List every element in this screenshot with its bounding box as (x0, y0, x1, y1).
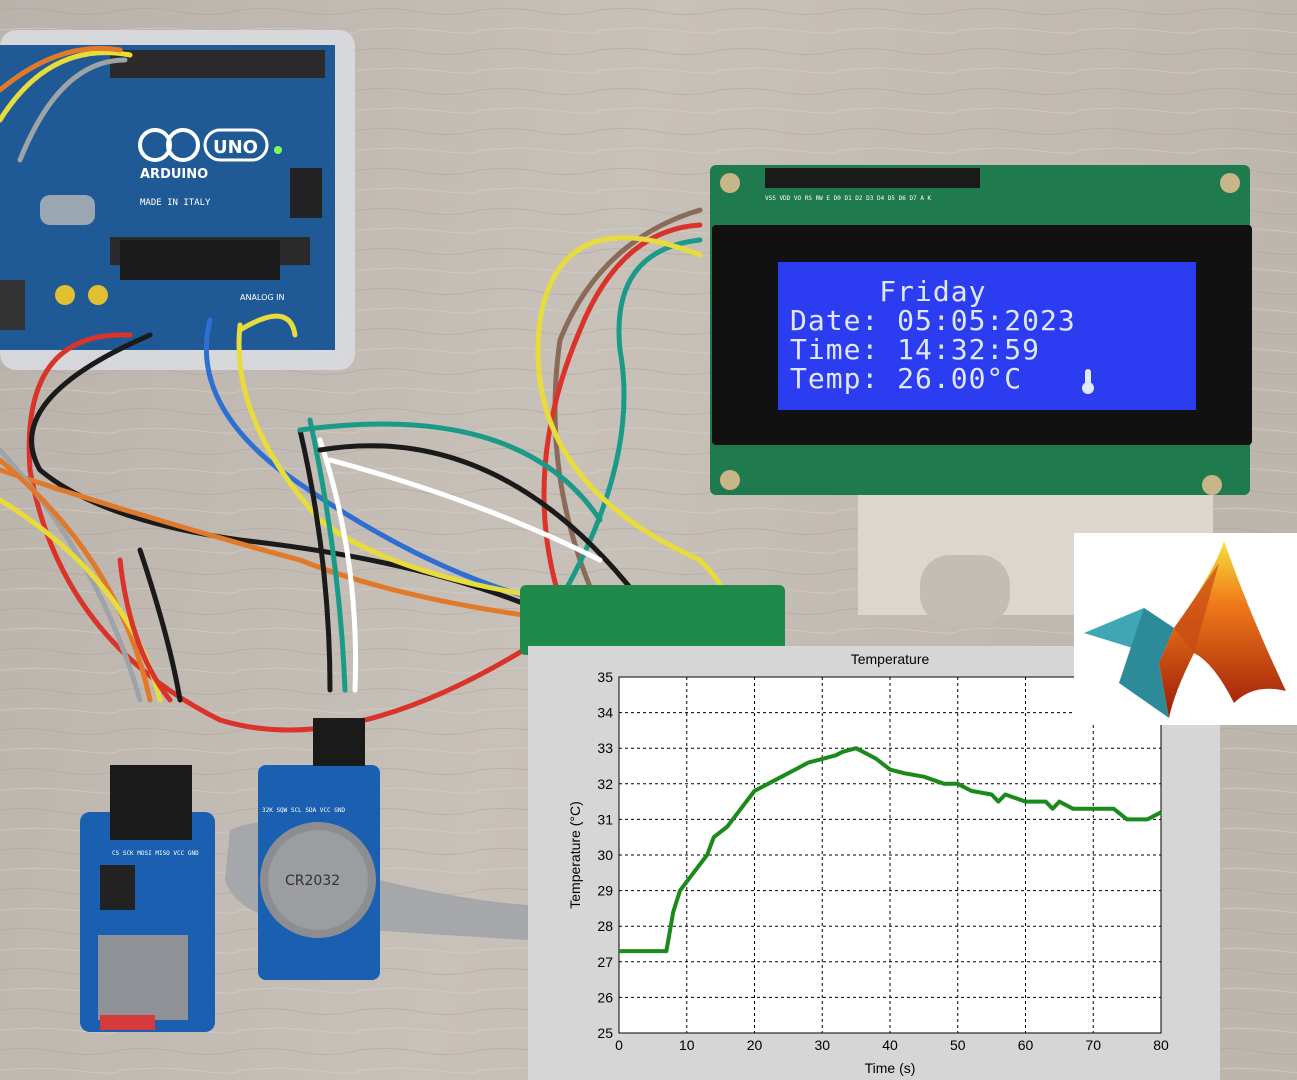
matlab-logo (1074, 533, 1297, 725)
x-tick-label: 60 (1018, 1037, 1034, 1053)
y-axis-label: Temperature (°C) (567, 801, 583, 909)
lcd-line-4: Temp: 26.00°C (790, 362, 1022, 395)
x-tick-label: 10 (679, 1037, 695, 1053)
y-tick-label: 35 (597, 669, 613, 685)
x-tick-label: 30 (814, 1037, 830, 1053)
lcd-module: VSS VDD VO RS RW E D0 D1 D2 D3 D4 D5 D6 … (710, 165, 1252, 625)
arduino-made-in: MADE IN ITALY (140, 198, 211, 208)
y-tick-label: 33 (597, 740, 613, 756)
y-tick-label: 25 (597, 1025, 613, 1041)
lcd-line-2: Date: 05:05:2023 (790, 304, 1076, 337)
y-tick-label: 30 (597, 847, 613, 863)
x-tick-label: 50 (950, 1037, 966, 1053)
arduino-brand: ARDUINO (140, 167, 208, 182)
x-tick-label: 40 (882, 1037, 898, 1053)
lcd-line-1: Friday (790, 275, 986, 308)
y-tick-label: 27 (597, 954, 613, 970)
rtc-module: 32K SQW SCL SDA VCC GND CR2032 (258, 718, 380, 980)
y-tick-label: 28 (597, 918, 613, 934)
arduino-board: ARDUINO UNO MADE IN ITALY ANALOG IN (0, 30, 355, 370)
x-tick-label: 20 (747, 1037, 763, 1053)
x-tick-label: 0 (615, 1037, 623, 1053)
sd-pins: CS SCK MOSI MISO VCC GND (112, 850, 199, 857)
x-tick-label: 70 (1085, 1037, 1101, 1053)
rtc-pins: 32K SQW SCL SDA VCC GND (262, 807, 345, 814)
rtc-battery-label: CR2032 (285, 873, 340, 889)
lcd-line-3: Time: 14:32:59 (790, 333, 1040, 366)
y-tick-label: 26 (597, 989, 613, 1005)
lcd-header-pins: VSS VDD VO RS RW E D0 D1 D2 D3 D4 D5 D6 … (765, 195, 932, 202)
temperature-series-line (619, 746, 1162, 954)
y-tick-label: 29 (597, 883, 613, 899)
chart-title: Temperature (851, 651, 930, 667)
x-axis-label: Time (s) (865, 1060, 916, 1076)
y-tick-label: 32 (597, 776, 613, 792)
y-tick-label: 31 (597, 811, 613, 827)
y-tick-label: 34 (597, 705, 613, 721)
thermometer-icon (1082, 369, 1094, 394)
arduino-analog-label: ANALOG IN (240, 293, 285, 302)
mini-breadboard (520, 585, 785, 655)
arduino-model: UNO (213, 137, 258, 158)
sd-card-module: CS SCK MOSI MISO VCC GND (80, 765, 215, 1032)
lcd-screen (778, 262, 1196, 410)
x-tick-label: 80 (1153, 1037, 1169, 1053)
jumper-wires (0, 45, 733, 733)
